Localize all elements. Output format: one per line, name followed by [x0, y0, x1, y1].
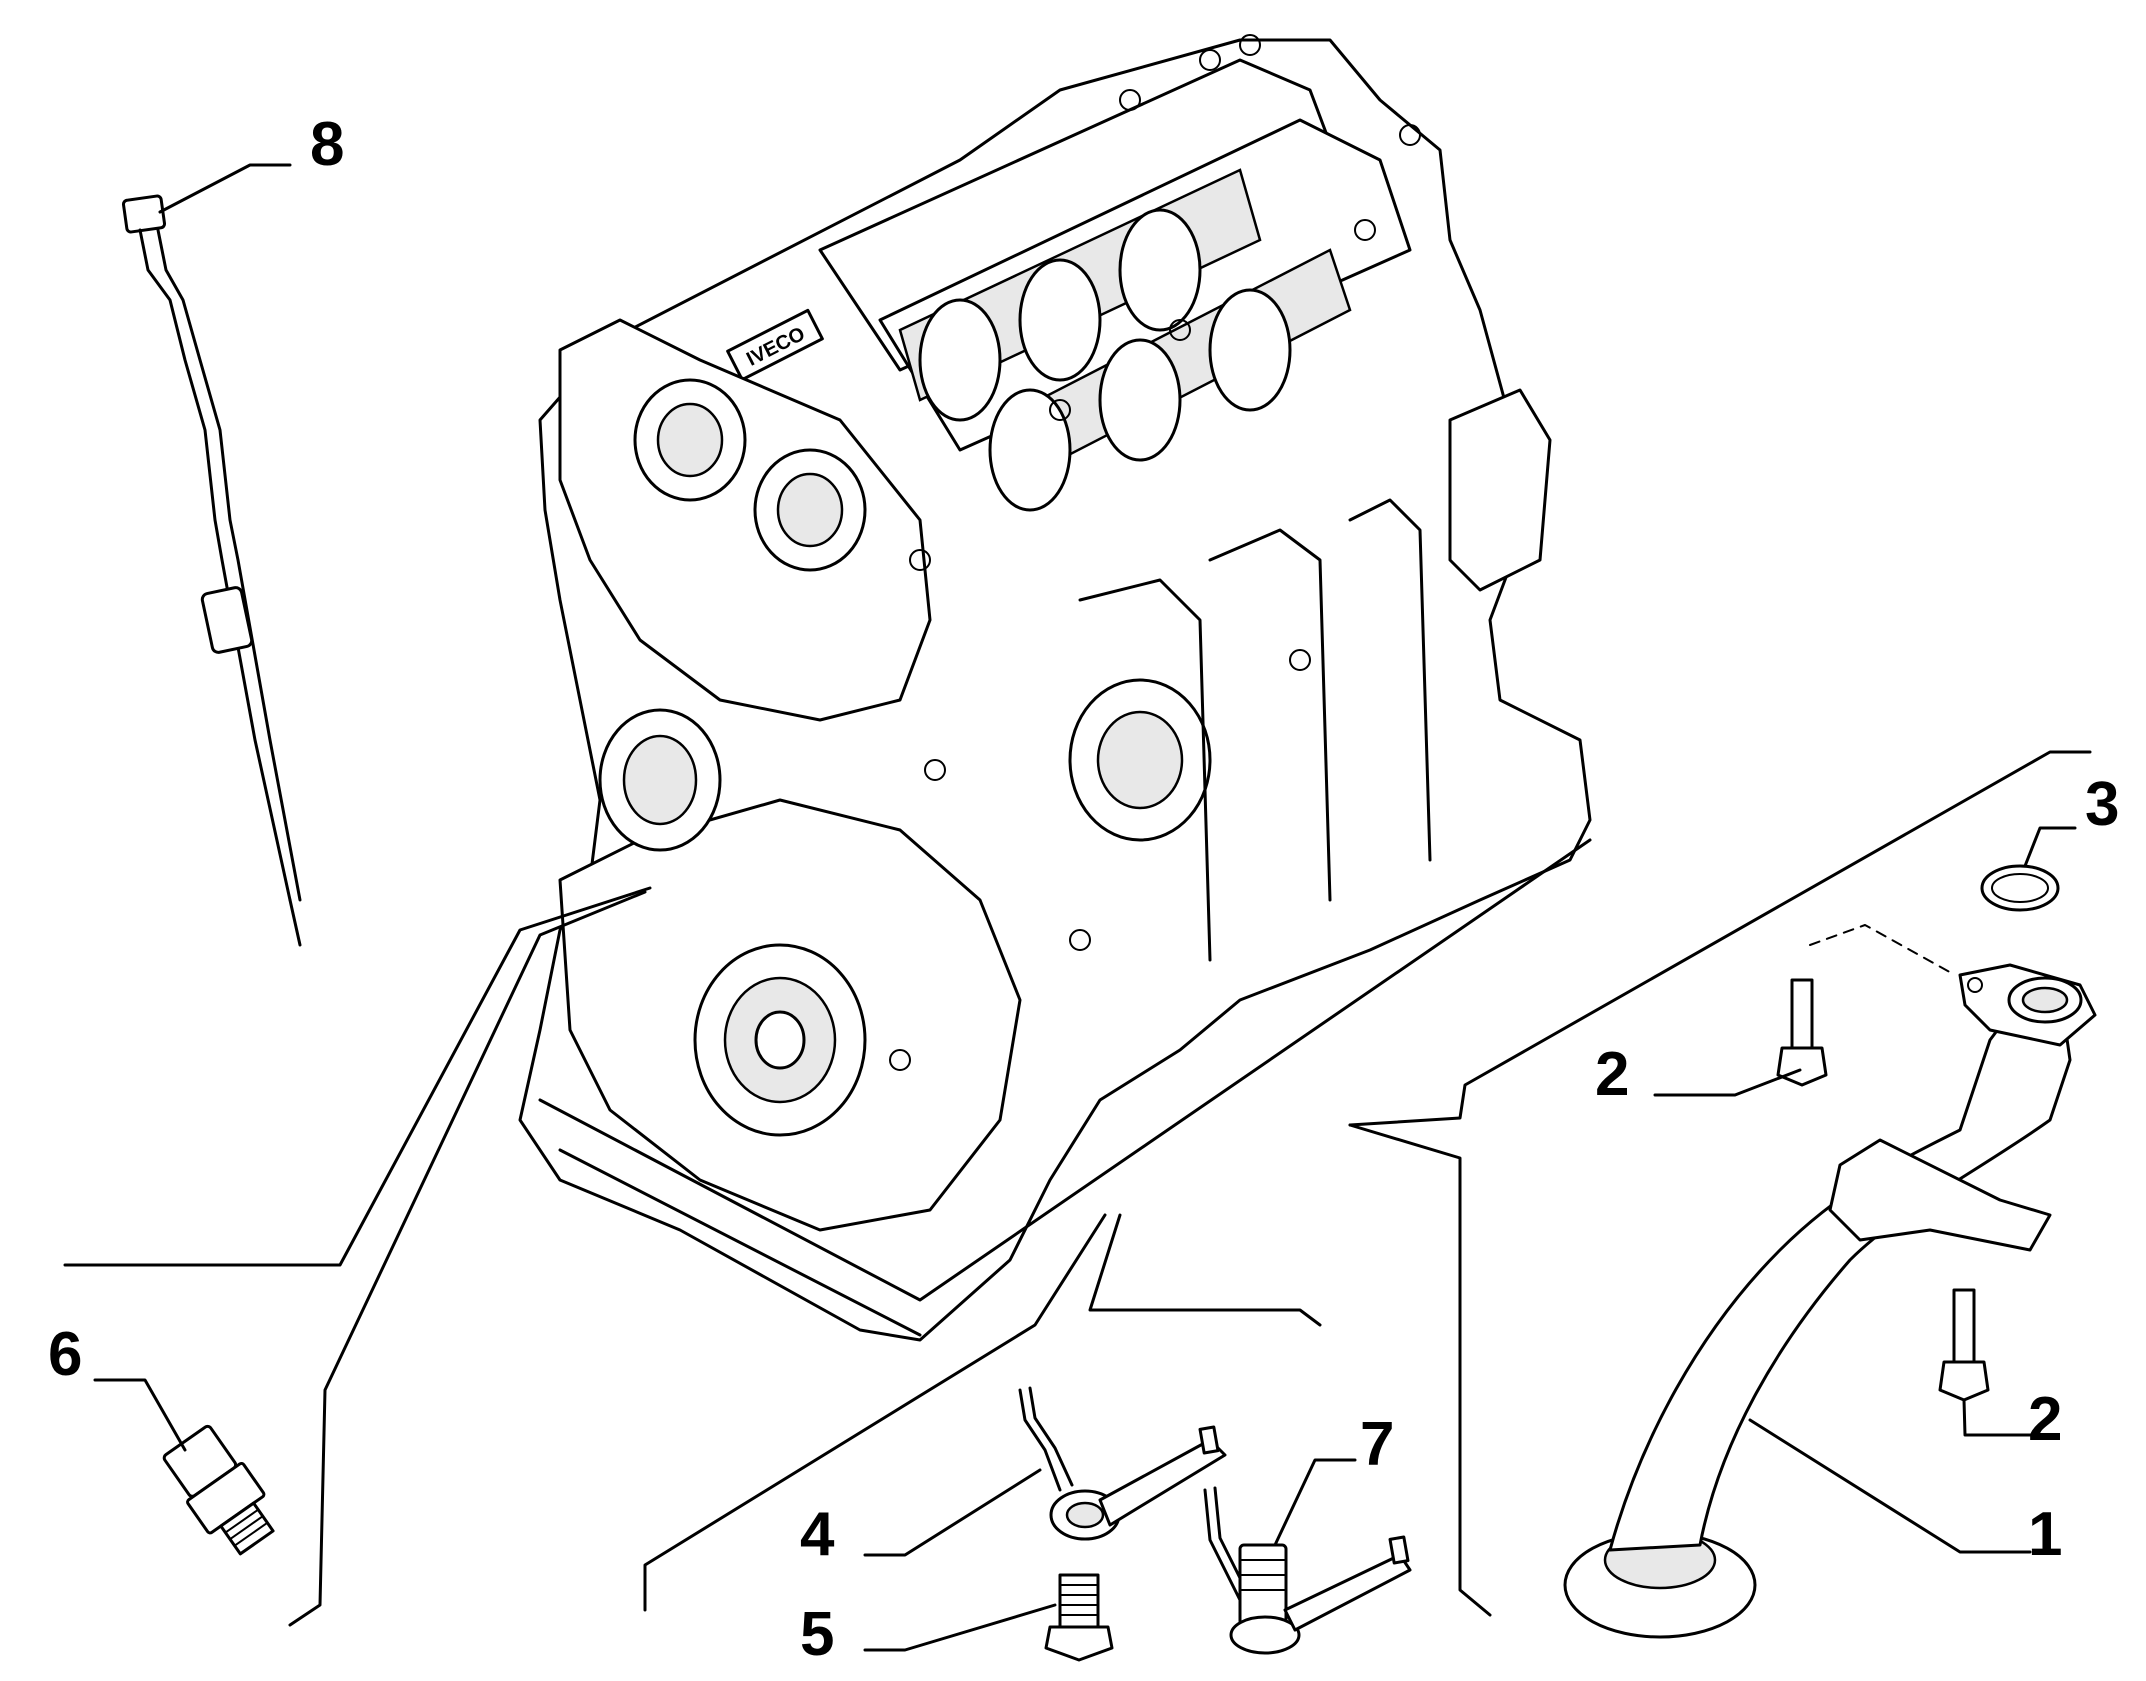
- leader-lines: [63, 163, 2092, 1652]
- part-1-oil-pickup: [1563, 963, 2097, 1639]
- callout-4: 4: [800, 1500, 835, 1569]
- callout-2-upper: 2: [1595, 1040, 1629, 1109]
- part-2-bolt-upper: [1776, 978, 1828, 1087]
- part-5-banjo-bolt: [1044, 1573, 1114, 1662]
- part-7-oil-jet: [1203, 1486, 1412, 1655]
- part-3-o-ring: [1980, 864, 2060, 912]
- callout-8: 8: [310, 110, 344, 179]
- callout-1: 1: [2028, 1500, 2062, 1569]
- callout-5: 5: [800, 1600, 834, 1669]
- callout-7: 7: [1360, 1410, 1394, 1479]
- callout-2-lower: 2: [2028, 1385, 2062, 1454]
- callout-6: 6: [48, 1320, 82, 1389]
- part-2-bolt-lower: [1938, 1288, 1990, 1402]
- part-6-sensor: [162, 1424, 275, 1556]
- engine-block: IVECO: [518, 34, 1592, 1342]
- callout-3: 3: [2085, 770, 2119, 839]
- part-8-dipstick: [121, 194, 302, 947]
- part-4-oil-jet: [1018, 1386, 1227, 1541]
